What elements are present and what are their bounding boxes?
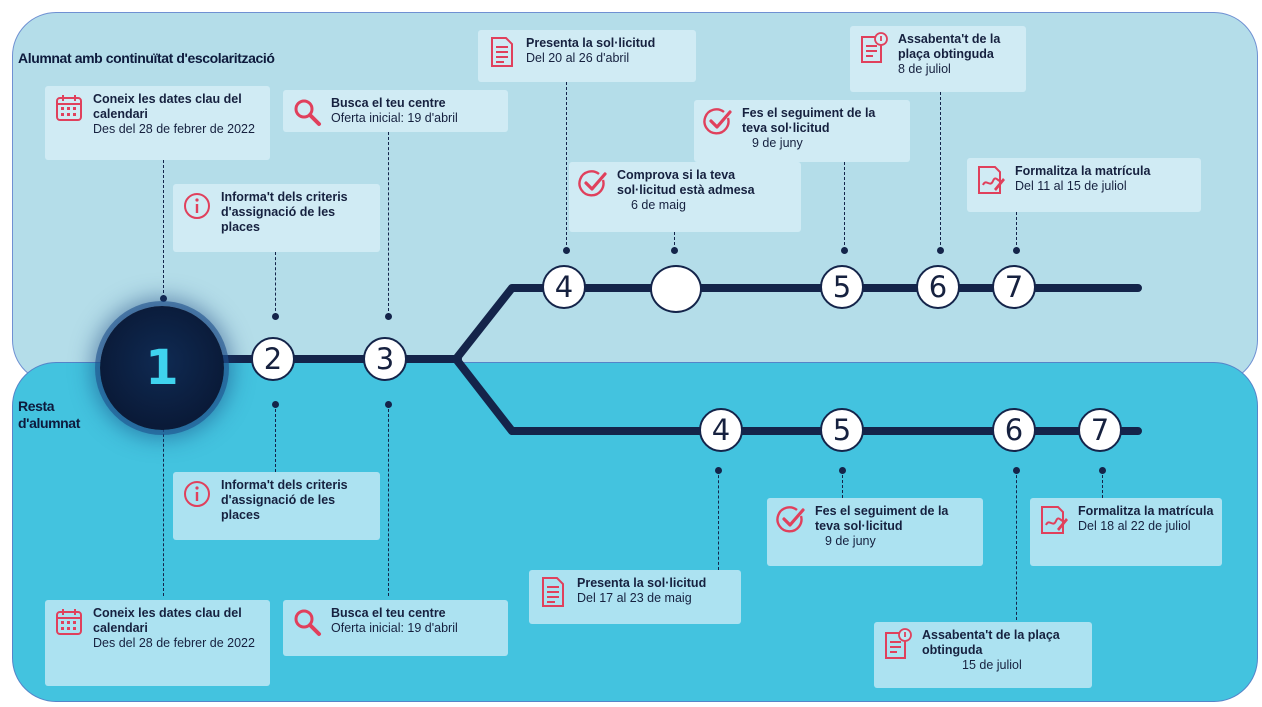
card-title: Formalitza la matrícula (1015, 164, 1151, 178)
connector-bottom-apply (718, 470, 719, 570)
card-title: Busca el teu centre (331, 96, 446, 110)
card-date: Del 11 al 15 de juliol (1015, 179, 1127, 193)
document-icon (537, 576, 569, 608)
connector-bottom-track (842, 470, 843, 498)
search-icon (291, 96, 323, 128)
connector-top-apply (566, 82, 567, 250)
card-date: Oferta inicial: 19 d'abril (331, 111, 458, 125)
connector-dot (936, 246, 944, 254)
card-date: Del 18 al 22 de juliol (1078, 519, 1191, 533)
other-students-title: Resta d'alumnat (18, 398, 80, 431)
top-step-node-check (650, 265, 702, 313)
notice-document-icon (882, 628, 914, 660)
connector-bottom-enrol (1102, 470, 1103, 498)
card-title: Presenta la sol·licitud (526, 36, 656, 50)
info-icon (181, 478, 213, 510)
calendar-icon (53, 92, 85, 124)
connector-top-info (275, 252, 276, 316)
info-icon (181, 190, 213, 222)
step-node-2: 2 (251, 337, 295, 381)
card-title: Fes el seguiment de la teva sol·licitud (815, 504, 949, 533)
connector-top-enrol (1016, 212, 1017, 250)
document-icon (486, 36, 518, 68)
card-date: Des del 28 de febrer de 2022 (93, 122, 255, 136)
enrolment-form-icon (1038, 504, 1070, 536)
bottom-step-node-6: 6 (992, 408, 1036, 452)
connector-dot (271, 312, 279, 320)
card-date: 15 de juliol (962, 658, 1022, 672)
step-node-3: 3 (363, 337, 407, 381)
connector-top-search (388, 132, 389, 316)
card-title: Presenta la sol·licitud (577, 576, 707, 590)
top-step-node-4: 4 (542, 265, 586, 309)
card-title: Formalitza la matrícula (1078, 504, 1214, 518)
card-title: Comprova si la teva sol·licitud està adm… (617, 168, 755, 197)
connector-top-place (940, 92, 941, 250)
card-title: Assabenta't de la plaça obtinguda (898, 32, 1001, 61)
calendar-icon (53, 606, 85, 638)
search-icon (291, 606, 323, 638)
connector-dot (384, 312, 392, 320)
card-date: Del 17 al 23 de maig (577, 591, 692, 605)
card-title: Informa't dels criteris d'assignació de … (221, 190, 348, 234)
connector-dot (670, 246, 678, 254)
connector-dot (562, 246, 570, 254)
bottom-step-node-7: 7 (1078, 408, 1122, 452)
card-title: Coneix les dates clau del calendari (93, 92, 242, 121)
enrolment-form-icon (975, 164, 1007, 196)
bottom-step-node-5: 5 (820, 408, 864, 452)
notice-document-icon (858, 32, 890, 64)
connector-bottom-search (388, 404, 389, 596)
card-date: 8 de juliol (898, 62, 951, 76)
card-title: Assabenta't de la plaça obtinguda (922, 628, 1060, 657)
check-icon (775, 504, 807, 536)
top-step-node-7: 7 (992, 265, 1036, 309)
card-title: Informa't dels criteris d'assignació de … (221, 478, 348, 522)
connector-dot (159, 294, 167, 302)
connector-top-dates (163, 160, 164, 298)
top-step-node-5: 5 (820, 265, 864, 309)
card-date: Oferta inicial: 19 d'abril (331, 621, 458, 635)
card-top-criteria-info: Informa't dels criteris d'assignació de … (173, 184, 380, 252)
connector-bottom-place (1016, 470, 1017, 620)
card-date: Del 20 al 26 d'abril (526, 51, 630, 65)
connector-top-track (844, 162, 845, 250)
connector-bottom-info (275, 404, 276, 472)
connector-dot (1012, 246, 1020, 254)
connector-dot (840, 246, 848, 254)
bottom-step-node-4: 4 (699, 408, 743, 452)
card-bottom-criteria-info: Informa't dels criteris d'assignació de … (173, 472, 380, 540)
start-step-node: 1 (100, 306, 224, 430)
top-step-node-6: 6 (916, 265, 960, 309)
card-date: 9 de juny (825, 534, 876, 548)
card-date: 9 de juny (752, 136, 803, 150)
check-icon (577, 168, 609, 200)
connector-bottom-dates (163, 404, 164, 596)
card-date: 6 de maig (631, 198, 686, 212)
connector-top-check (674, 232, 675, 250)
card-title: Busca el teu centre (331, 606, 446, 620)
bottom-track-line (452, 355, 1142, 435)
card-top-check-admission: Comprova si la teva sol·licitud està adm… (569, 162, 801, 232)
card-title: Fes el seguiment de la teva sol·licitud (742, 106, 876, 135)
check-icon (702, 106, 734, 138)
card-date: Des del 28 de febrer de 2022 (93, 636, 255, 650)
card-title: Coneix les dates clau del calendari (93, 606, 242, 635)
continuing-students-title: Alumnat amb continuïtat d'escolarització (18, 50, 275, 66)
